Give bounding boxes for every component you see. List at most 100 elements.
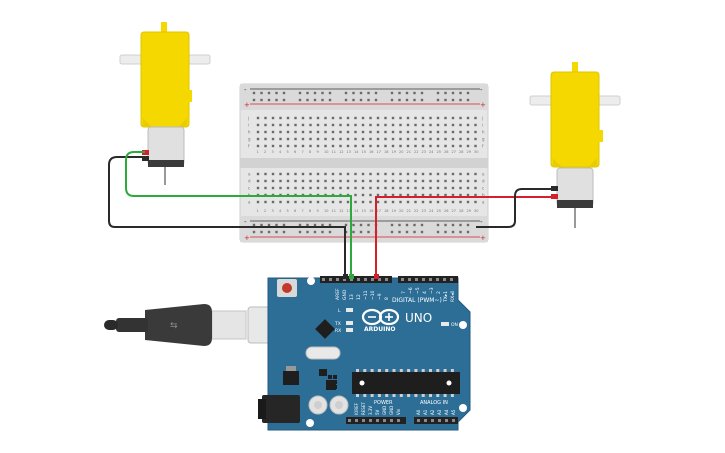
left-motor-gearbox <box>140 31 190 128</box>
capacitor-top <box>314 401 322 409</box>
terminal-hole <box>459 172 462 176</box>
rail-hole <box>398 98 401 102</box>
rail-hole <box>459 230 462 234</box>
rail-hole <box>275 230 278 234</box>
terminal-hole <box>406 116 410 120</box>
rail-hole <box>390 223 394 227</box>
terminal-hole <box>474 186 477 190</box>
led-label-rx: RX <box>335 328 341 334</box>
dc-power-jack[interactable] <box>262 395 300 423</box>
terminal-hole <box>384 116 387 120</box>
led-tx <box>346 321 353 325</box>
wire-black-right-motor[interactable] <box>476 188 554 228</box>
left-motor[interactable] <box>119 22 211 185</box>
rail-hole <box>420 98 424 102</box>
terminal-hole <box>376 172 380 176</box>
terminal-hole <box>384 200 387 204</box>
wire-black-left-motor[interactable] <box>108 156 346 275</box>
rail-hole <box>359 98 363 102</box>
rail-hole <box>374 91 378 95</box>
terminal-hole <box>309 179 312 183</box>
terminal-hole <box>286 116 290 120</box>
column-number: 21 <box>407 150 411 154</box>
terminal-hole <box>346 179 350 183</box>
header-pin <box>450 278 453 281</box>
terminal-hole <box>466 193 470 197</box>
rail-hole <box>413 223 416 227</box>
row-letter: e <box>248 172 251 177</box>
atmega-chip <box>352 372 460 394</box>
column-number: 20 <box>399 209 403 213</box>
row-letter: c <box>248 186 250 191</box>
rail-hole <box>359 91 363 95</box>
reset-button-cap[interactable] <box>282 283 292 293</box>
digital-pwm-label: DIGITAL (PWM~) <box>392 297 442 304</box>
icsp-pin <box>328 385 332 389</box>
terminal-hole <box>391 172 395 176</box>
chip-pin <box>443 394 447 397</box>
terminal-hole <box>391 186 395 190</box>
icsp-pin <box>328 380 332 384</box>
chip-pin <box>392 394 396 397</box>
terminal-hole <box>376 193 380 197</box>
terminal-hole <box>421 179 425 183</box>
terminal-hole <box>286 123 290 127</box>
terminal-hole <box>339 172 342 176</box>
column-number: 9 <box>317 150 319 154</box>
terminal-hole <box>286 144 290 148</box>
terminal-hole <box>459 179 462 183</box>
terminal-hole <box>316 179 320 183</box>
terminal-hole <box>429 193 432 197</box>
column-number: 7 <box>302 150 304 154</box>
chip-pin <box>385 394 389 397</box>
terminal-hole <box>376 200 380 204</box>
terminal-hole <box>361 200 365 204</box>
terminal-hole <box>444 200 447 204</box>
column-number: 30 <box>474 209 478 213</box>
chip-pin <box>385 369 389 372</box>
rail-hole <box>267 230 271 234</box>
terminal-hole <box>466 130 470 134</box>
terminal-hole <box>451 130 455 134</box>
terminal-hole <box>331 144 335 148</box>
terminal-hole <box>309 123 312 127</box>
terminal-hole <box>429 172 432 176</box>
terminal-hole <box>264 200 267 204</box>
terminal-hole <box>421 144 425 148</box>
terminal-hole <box>391 193 395 197</box>
terminal-hole <box>414 144 417 148</box>
terminal-hole <box>324 144 327 148</box>
terminal-hole <box>271 137 275 141</box>
right-motor[interactable] <box>529 62 621 228</box>
rail-hole <box>313 230 317 234</box>
terminal-hole <box>451 123 455 127</box>
terminal-hole <box>466 137 470 141</box>
terminal-hole <box>331 116 335 120</box>
pin-label-gnd1: GND <box>382 406 387 415</box>
terminal-hole <box>421 123 425 127</box>
rail-hole <box>390 98 394 102</box>
terminal-hole <box>294 172 297 176</box>
terminal-hole <box>256 200 260 204</box>
terminal-hole <box>346 172 350 176</box>
arduino-uno-board[interactable]: AREF GND 13 12 ~11 ~10 ~9 8 7 ~6 ~5 4 ~3… <box>258 276 471 431</box>
wire-green-left-motor[interactable] <box>125 151 352 275</box>
chip-pin <box>370 394 374 397</box>
breadboard[interactable]: - + - + - + - + 112233445566778899101011… <box>239 83 489 243</box>
rail-hole <box>328 91 332 95</box>
terminal-hole <box>444 172 447 176</box>
terminal-hole <box>331 123 335 127</box>
column-number: 6 <box>294 209 296 213</box>
column-number: 15 <box>362 150 366 154</box>
led-l <box>346 308 353 312</box>
column-number: 4 <box>279 150 282 154</box>
rail-hole <box>328 230 332 234</box>
wire-red-right-motor[interactable] <box>375 196 554 275</box>
column-number: 16 <box>369 150 373 154</box>
terminal-hole <box>451 179 455 183</box>
rail-hole <box>321 91 324 95</box>
terminal-hole <box>421 130 425 134</box>
rail-plus-label-bottom-right: + <box>480 234 486 242</box>
terminal-hole <box>309 116 312 120</box>
